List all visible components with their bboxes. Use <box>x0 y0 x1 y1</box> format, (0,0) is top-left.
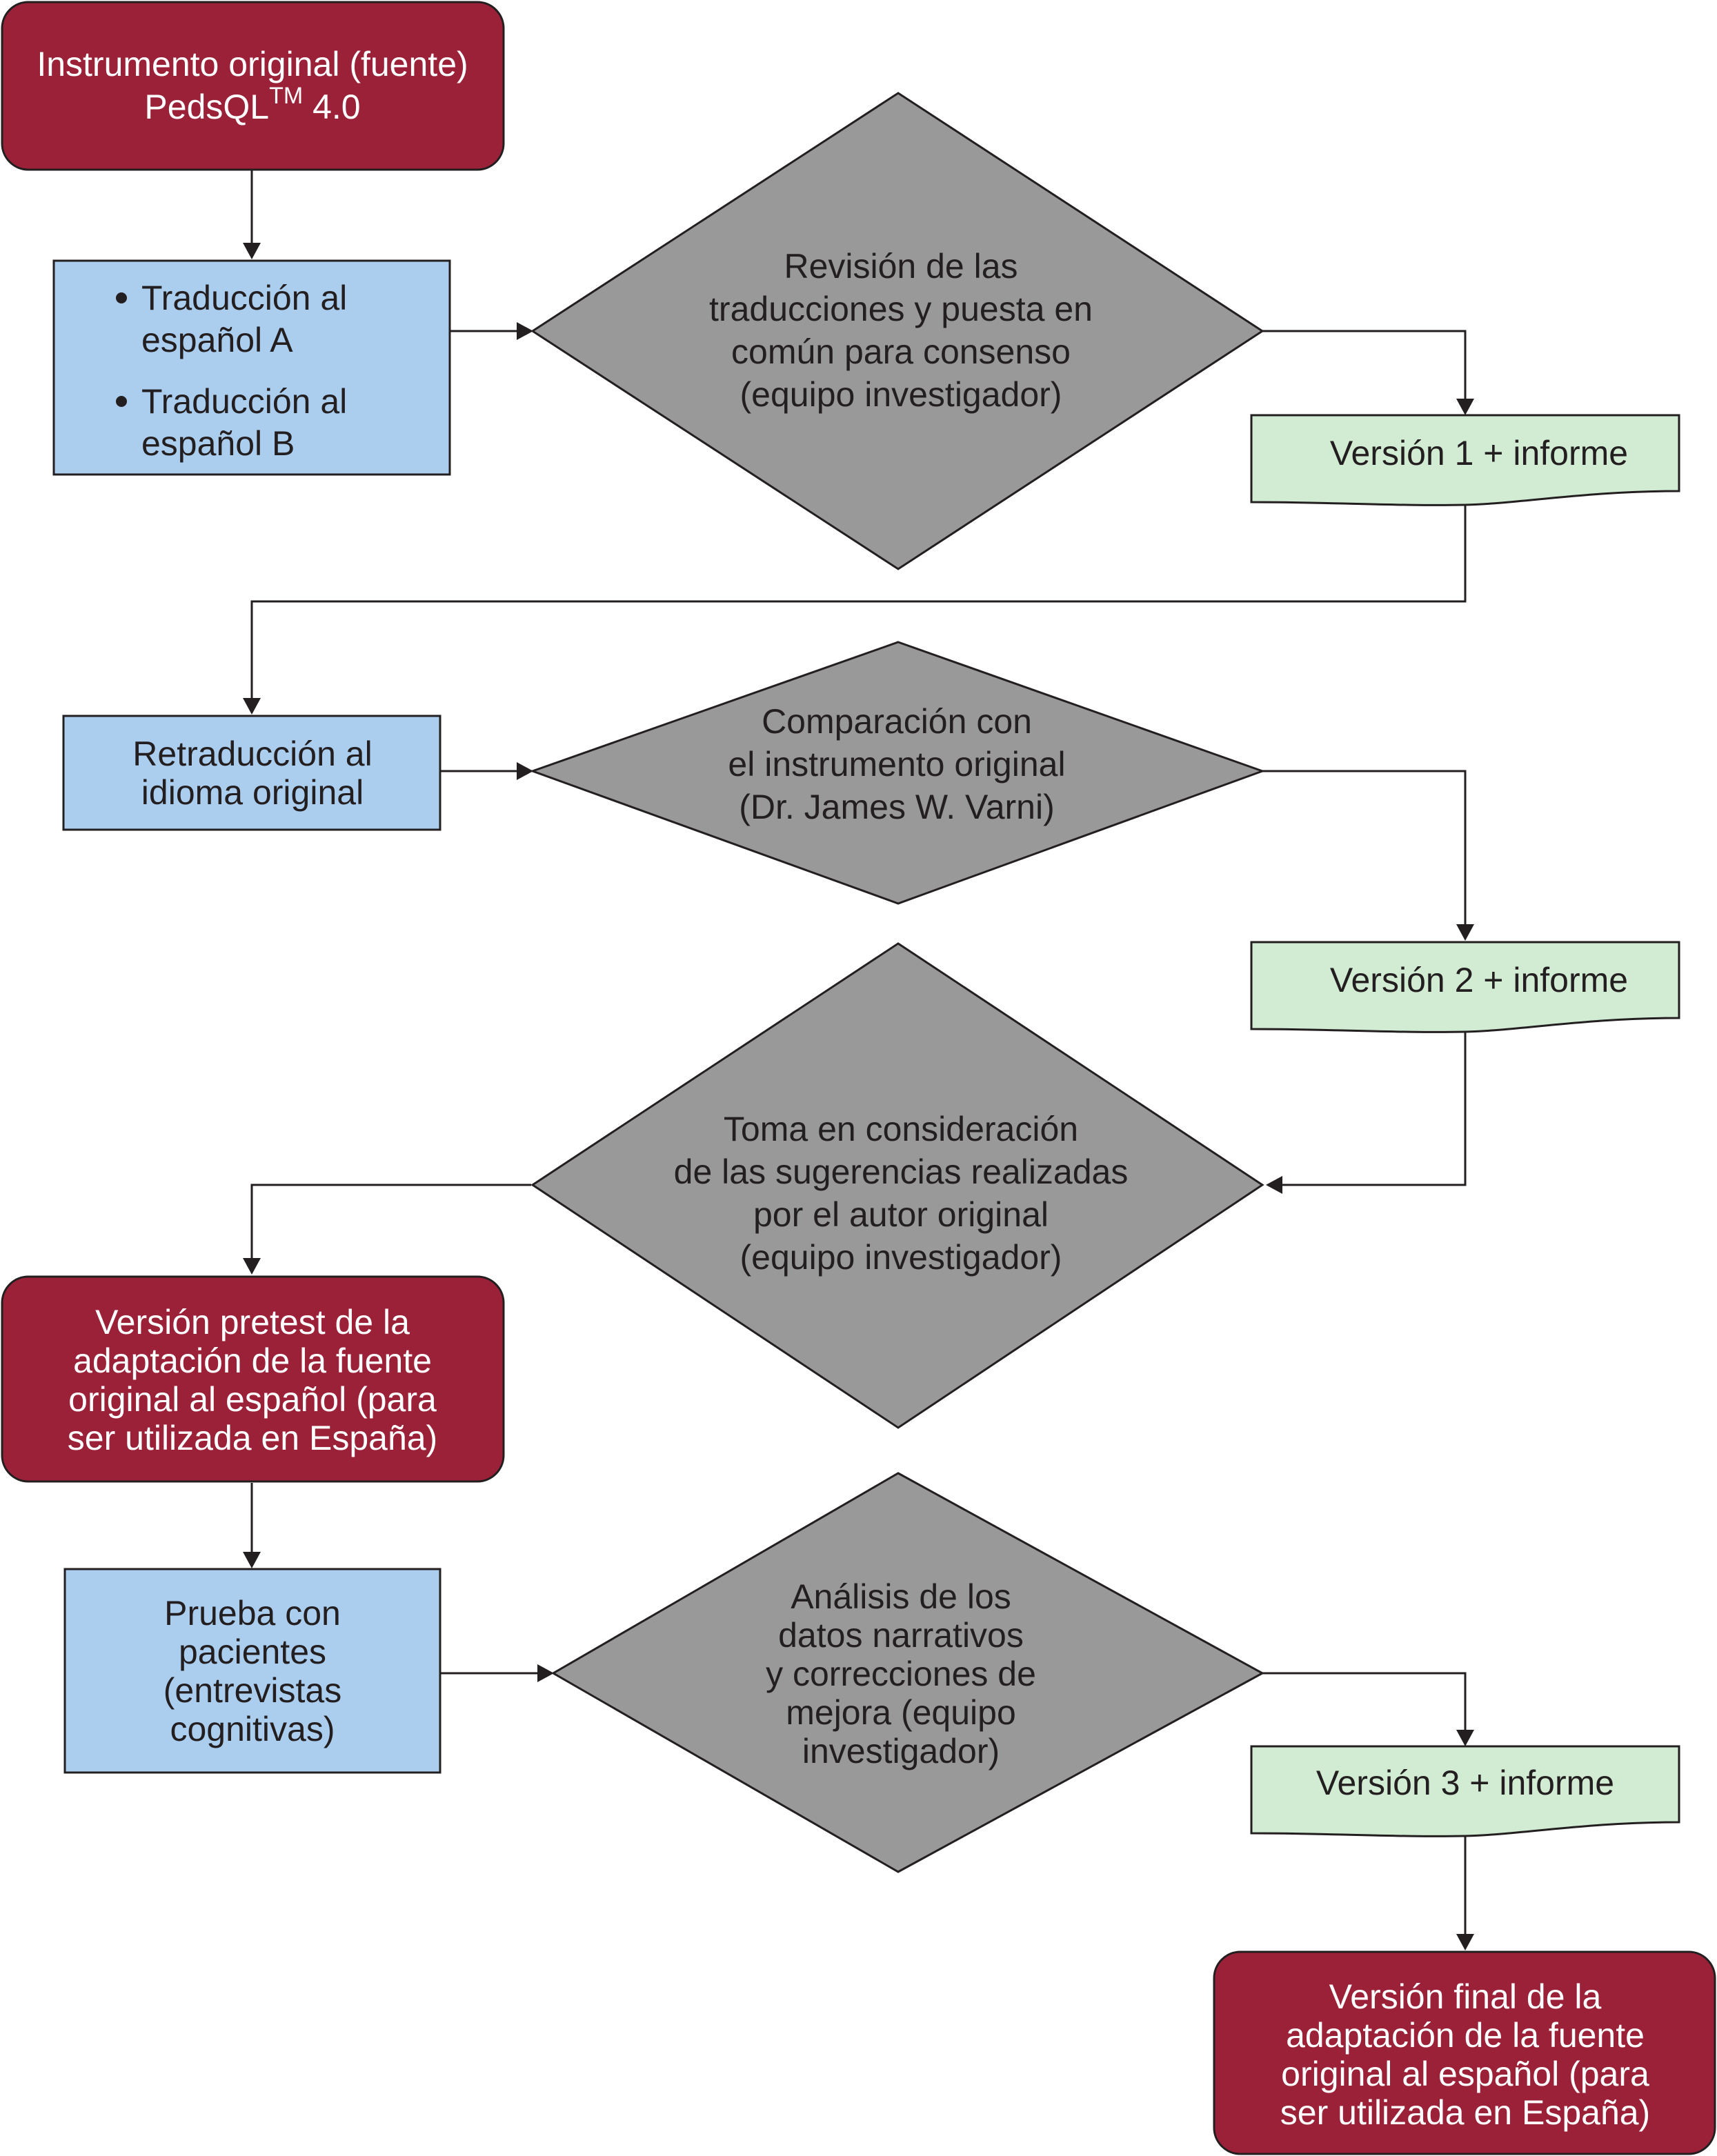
node-back-translation: Retraducción al idioma original <box>62 715 441 831</box>
pretest-line2: adaptación de la fuente <box>73 1341 432 1380</box>
comparison-line1: Comparación con <box>762 702 1032 741</box>
suggestions-line2: de las sugerencias realizadas <box>674 1152 1129 1191</box>
decision-suggestions: Toma en consideración de las sugerencias… <box>530 942 1264 1429</box>
node-final: Versión final de la adaptación de la fue… <box>1213 1950 1716 2155</box>
arrowhead <box>243 698 261 715</box>
arrowhead <box>517 762 533 780</box>
patients-line4: cognitivas) <box>170 1710 335 1748</box>
suggestions-line4: (equipo investigador) <box>740 1238 1062 1277</box>
decision-review: Revisión de las traducciones y puesta en… <box>530 92 1264 570</box>
bullet-icon <box>116 396 127 407</box>
review-line4: (equipo investigador) <box>740 375 1062 414</box>
comparison-line2: el instrumento original <box>728 745 1065 783</box>
edge-review-to-version1 <box>1262 330 1467 400</box>
arrowhead <box>243 243 261 259</box>
arrowhead <box>537 1664 554 1682</box>
arrowhead <box>1456 1934 1474 1950</box>
edge-suggestions-to-pretest <box>250 1184 531 1259</box>
document-version3: Versión 3 + informe <box>1250 1745 1680 1837</box>
decision-comparison: Comparación con el instrumento original … <box>529 641 1266 905</box>
final-line4: ser utilizada en España) <box>1280 2093 1650 2132</box>
review-line2: traducciones y puesta en <box>709 290 1093 328</box>
arrowhead <box>1456 399 1474 415</box>
connectors <box>243 170 1474 1950</box>
analysis-line1: Análisis de los <box>791 1577 1011 1616</box>
arrowhead <box>517 322 533 340</box>
bullet-icon <box>116 292 127 303</box>
analysis-line2: datos narrativos <box>778 1616 1024 1655</box>
final-line2: adaptación de la fuente <box>1286 2016 1645 2055</box>
source-line2: PedsQLTM 4.0 <box>144 83 360 126</box>
edge-comparison-to-version2 <box>1262 770 1467 926</box>
final-line3: original al español (para <box>1281 2055 1649 2093</box>
translation-b-line1: Traducción al <box>141 382 347 421</box>
source-trademark: TM <box>269 83 303 109</box>
pretest-line3: original al español (para <box>68 1380 437 1419</box>
patients-line2: pacientes <box>179 1633 326 1671</box>
analysis-line4: mejora (equipo <box>786 1693 1016 1732</box>
arrowhead <box>243 1552 261 1568</box>
node-patients: Prueba con pacientes (entrevistas cognit… <box>63 1568 441 1774</box>
node-source: Instrumento original (fuente) PedsQLTM 4… <box>1 1 505 171</box>
comparison-line3: (Dr. James W. Varni) <box>739 788 1054 826</box>
arrowhead <box>1456 1730 1474 1746</box>
edge-analysis-to-version3 <box>1262 1672 1467 1731</box>
pretest-line1: Versión pretest de la <box>95 1303 410 1341</box>
arrowhead <box>1266 1176 1282 1194</box>
back-translation-line1: Retraducción al <box>132 735 372 773</box>
source-product-name: PedsQL <box>144 88 269 126</box>
final-line1: Versión final de la <box>1329 1977 1602 2016</box>
decision-analysis: Análisis de los datos narrativos y corre… <box>551 1472 1265 1873</box>
patients-line3: (entrevistas <box>163 1671 341 1710</box>
translation-b-line2: español B <box>141 424 295 463</box>
review-line3: común para consenso <box>731 332 1071 371</box>
version2-label: Versión 2 + informe <box>1330 961 1628 999</box>
suggestions-line3: por el autor original <box>753 1195 1049 1234</box>
suggestions-line1: Toma en consideración <box>724 1110 1078 1148</box>
edge-version1-to-backtranslation <box>250 503 1467 699</box>
version3-label: Versión 3 + informe <box>1316 1764 1614 1802</box>
analysis-line3: y correcciones de <box>766 1655 1036 1693</box>
document-version2: Versión 2 + informe <box>1250 941 1680 1033</box>
patients-line1: Prueba con <box>164 1594 341 1633</box>
analysis-line5: investigador) <box>802 1732 1000 1770</box>
review-line1: Revisión de las <box>784 247 1018 286</box>
edge-version2-to-suggestions <box>1280 1030 1467 1186</box>
source-line1: Instrumento original (fuente) <box>37 45 468 83</box>
translation-a-line1: Traducción al <box>141 279 347 317</box>
node-pretest: Versión pretest de la adaptación de la f… <box>1 1275 505 1483</box>
source-version: 4.0 <box>303 88 360 126</box>
arrowhead <box>1456 924 1474 941</box>
node-translations: Traducción al español A Traducción al es… <box>52 259 451 476</box>
document-version1: Versión 1 + informe <box>1250 414 1680 506</box>
pretest-line4: ser utilizada en España) <box>68 1419 437 1457</box>
arrowhead <box>243 1258 261 1275</box>
translation-a-line2: español A <box>141 321 293 359</box>
back-translation-line2: idioma original <box>141 773 364 812</box>
version1-label: Versión 1 + informe <box>1330 434 1628 472</box>
